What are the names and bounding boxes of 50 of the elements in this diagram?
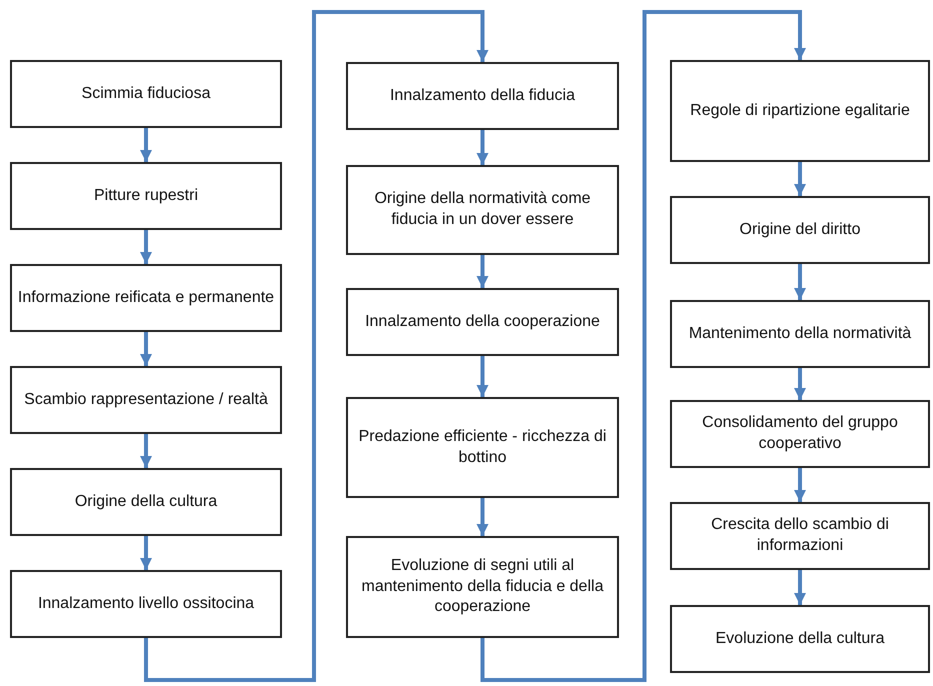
process-box	[670, 605, 930, 673]
process-box	[10, 366, 282, 434]
arrow	[794, 368, 806, 400]
step-text: Innalzamento della fiducia	[390, 86, 575, 106]
step-text: Consolidamento del gruppo cooperativo	[701, 413, 899, 454]
arrow	[140, 536, 152, 570]
step-text: Mantenimento della normatività	[688, 324, 912, 344]
process-box	[346, 397, 619, 498]
step-text: Scambio rappresentazione / realtà	[24, 390, 268, 410]
process-box	[10, 264, 282, 332]
arrow	[140, 434, 152, 468]
step-text: Pitture rupestri	[94, 186, 198, 206]
arrow	[794, 468, 806, 502]
step-text: Origine della cultura	[74, 492, 218, 512]
arrow	[476, 498, 488, 536]
process-box	[670, 502, 930, 570]
arrow	[476, 255, 488, 288]
arrow	[794, 264, 806, 300]
step-text: Crescita dello scambio di informazioni	[710, 515, 890, 556]
step-text: Origine della normatività come fiducia in un dover essere	[373, 189, 592, 230]
step-text: Evoluzione di segni utili al mantenimento della fiducia e della cooperazione	[360, 556, 604, 618]
process-box	[670, 60, 930, 162]
process-box	[346, 165, 619, 255]
arrow	[794, 162, 806, 196]
process-box	[670, 196, 930, 264]
process-box	[10, 570, 282, 638]
step-text: Evoluzione della cultura	[716, 628, 884, 649]
arrow	[140, 230, 152, 264]
process-box	[346, 536, 619, 638]
arrow	[144, 10, 488, 682]
process-box	[10, 468, 282, 536]
arrow	[480, 10, 806, 682]
step-text: Informazione reificata e permanente	[18, 288, 274, 308]
arrow	[794, 570, 806, 605]
step-text: Innalzamento livello ossitocina	[38, 594, 254, 614]
step-text: Predazione efficiente - ricchezza di bottino	[358, 426, 608, 468]
step-text: Origine del diritto	[740, 220, 860, 240]
arrow	[140, 332, 152, 366]
arrow	[476, 130, 488, 165]
process-box	[10, 162, 282, 230]
process-box	[10, 60, 282, 128]
process-box	[670, 400, 930, 468]
arrow	[140, 128, 152, 162]
process-box	[670, 300, 930, 368]
process-box	[346, 62, 619, 130]
process-box	[346, 288, 619, 356]
step-text: Scimmia fiduciosa	[82, 84, 210, 104]
step-text: Regole di ripartizione egalitarie	[690, 100, 910, 121]
step-text: Innalzamento della cooperazione	[365, 312, 600, 332]
arrow	[476, 356, 488, 397]
